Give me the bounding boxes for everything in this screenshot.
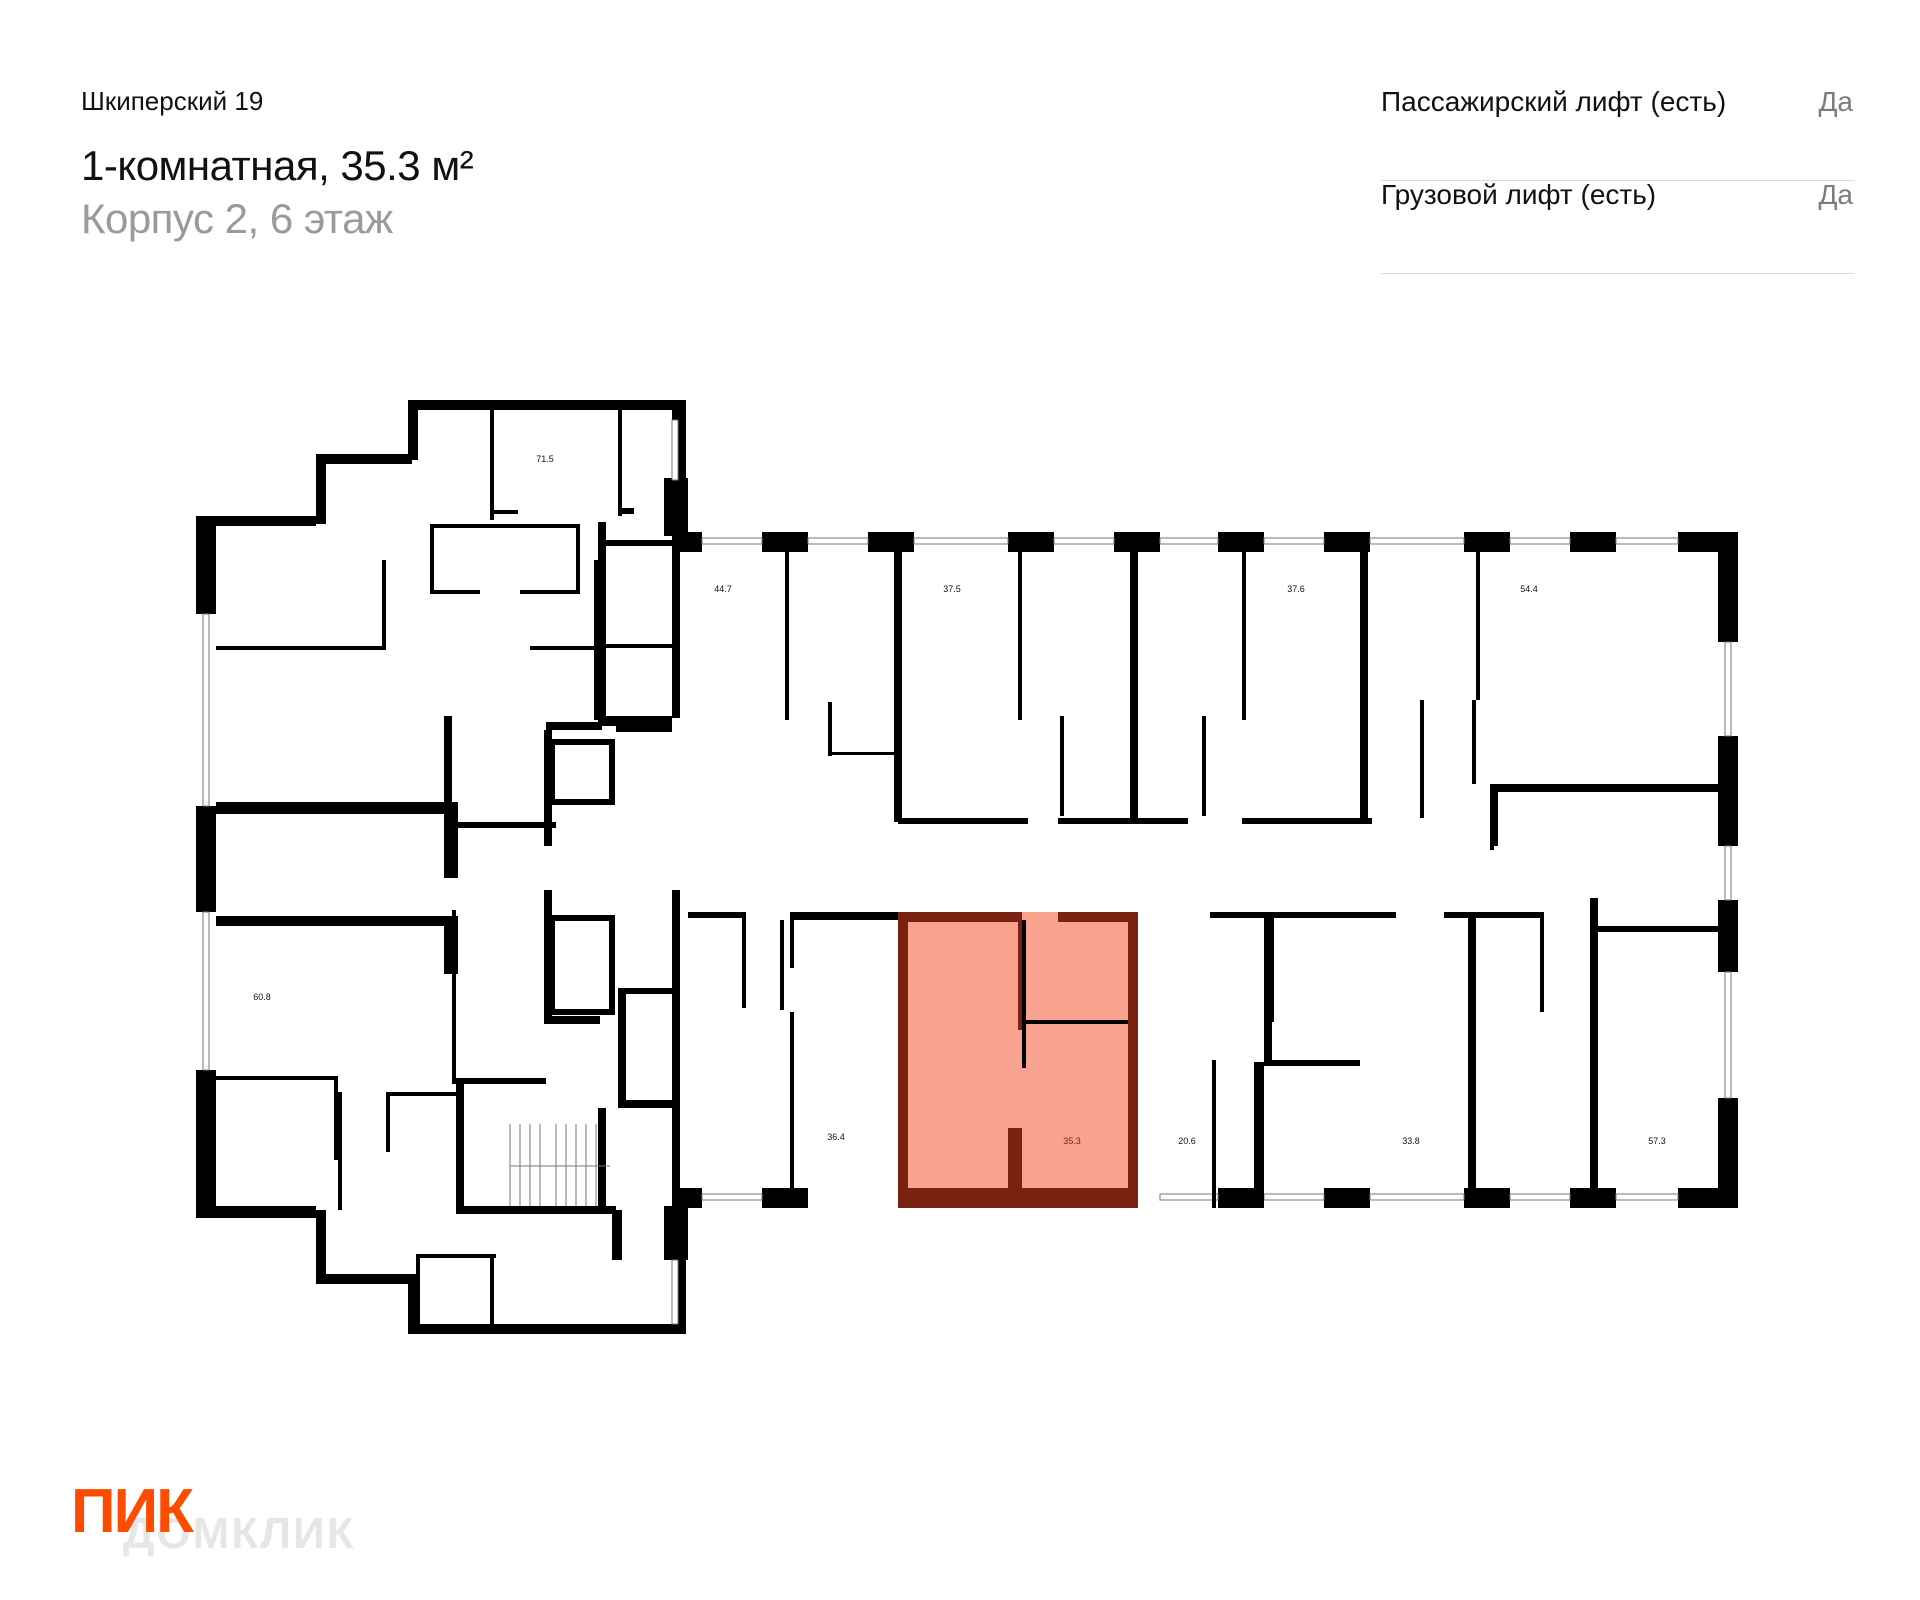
brand-watermark: ДОМКЛИК [123,1509,355,1558]
feature-row-freight-lift: Грузовой лифт (есть) Да [1381,181,1855,274]
brand-logo: ДОМКЛИК ПИК [71,1477,355,1558]
plan-walls [196,400,1738,1334]
area-label-selected: 35.3 [1063,1136,1081,1146]
feature-value: Да [1818,86,1853,117]
flat-subtitle: Корпус 2, 6 этаж [81,195,393,242]
area-label: 71.5 [536,454,554,464]
stairs [509,1124,610,1206]
feature-value: Да [1818,179,1853,210]
flat-title: 1-комнатная, 35.3 м² [81,142,474,189]
area-label: 60.8 [253,992,271,1002]
project-name: Шкиперский 19 [81,86,264,116]
brand-logo-text: ПИК [71,1477,194,1546]
area-label: 36.4 [827,1132,845,1142]
feature-row-passenger-lift: Пассажирский лифт (есть) Да [1381,88,1855,181]
area-label: 57.3 [1648,1136,1666,1146]
area-label: 54.4 [1520,584,1538,594]
area-label: 44.7 [714,584,732,594]
feature-label: Пассажирский лифт (есть) [1381,86,1727,117]
area-label: 37.5 [943,584,961,594]
area-label: 37.6 [1287,584,1305,594]
feature-label: Грузовой лифт (есть) [1381,179,1657,210]
area-label: 33.8 [1402,1136,1420,1146]
area-label: 20.6 [1178,1136,1196,1146]
